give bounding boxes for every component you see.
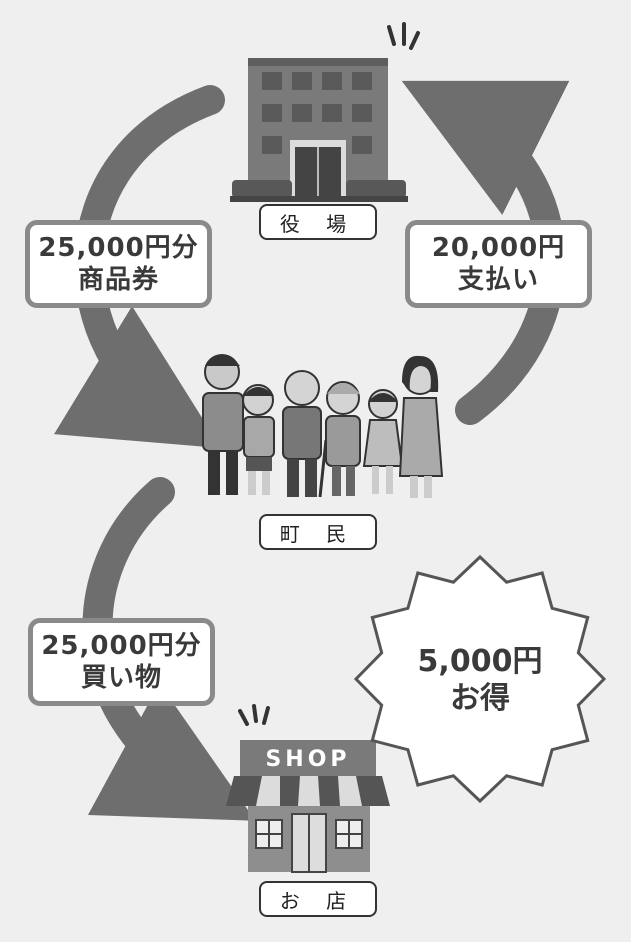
shopping-flow-box: 25,000円分 買い物: [28, 618, 215, 706]
voucher-amount: 25,000円分: [38, 232, 199, 263]
savings-starburst-shape: [353, 554, 607, 804]
town-hall-label: 役 場: [259, 204, 377, 240]
shop-label: お 店: [259, 881, 377, 917]
residents-group-icon: [202, 354, 444, 498]
shop-sign-text: SHOP: [265, 747, 350, 772]
savings-amount: 5,000円: [417, 643, 543, 679]
payment-amount: 20,000円: [431, 232, 566, 263]
residents-label: 町 民: [259, 514, 377, 550]
voucher-flow-box: 25,000円分 商品券: [25, 220, 212, 308]
payment-flow-box: 20,000円 支払い: [405, 220, 592, 308]
voucher-type: 商品券: [77, 265, 159, 295]
savings-label: お得: [450, 681, 510, 716]
shop-building-icon: SHOP: [226, 704, 390, 873]
shopping-action: 買い物: [80, 663, 162, 693]
payment-action: 支払い: [457, 265, 539, 295]
shopping-amount: 25,000円分: [41, 630, 202, 661]
savings-callout: 5,000円 お得: [380, 600, 580, 760]
town-hall-building-icon: [230, 22, 420, 202]
